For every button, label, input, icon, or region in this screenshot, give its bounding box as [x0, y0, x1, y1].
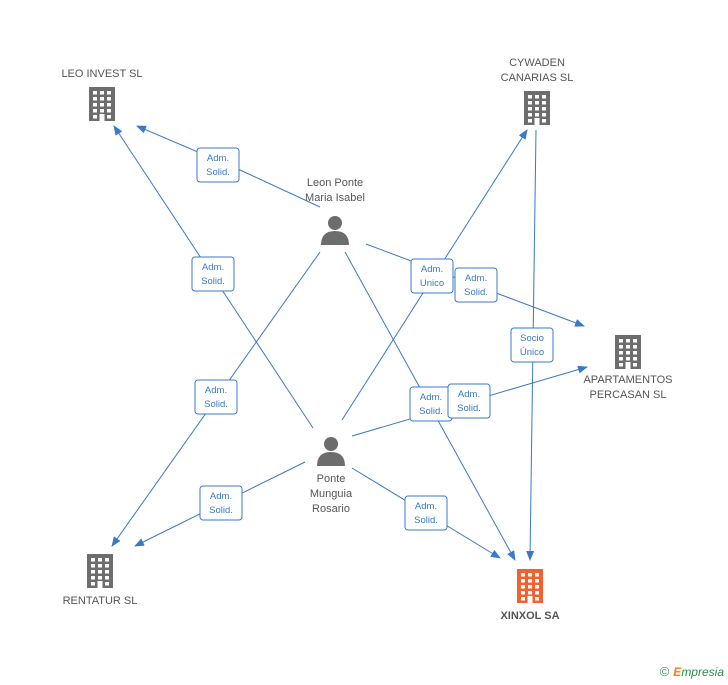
edge-label-ponte_munguia-to-xinxol: Adm. Solid. [404, 495, 448, 531]
edge-label-text: Adm. [420, 392, 442, 403]
edge-label-text: Socio [520, 333, 544, 344]
edge-label-text: Adm. [202, 262, 224, 273]
edge-label-ponte_munguia-to-apartamentos: Adm. Solid. [447, 383, 491, 419]
edge-label-text: Adm. [207, 153, 229, 164]
person-icon [317, 437, 345, 466]
brand-logo: Empresia [673, 665, 724, 679]
edge-label-ponte_munguia-to-leo_invest: Adm. Solid. [191, 256, 235, 292]
edge-label-text: Solid. [209, 505, 233, 516]
person-icon [321, 216, 349, 245]
node-label: RENTATUR SL [63, 595, 138, 607]
footer-brand: ©Empresia [660, 664, 724, 679]
edge-label-leon_ponte-to-leo_invest: Adm. Solid. [196, 147, 240, 183]
node-label: Ponte [317, 473, 346, 485]
edge-label-leon_ponte-to-rentatur: Adm. Solid. [194, 379, 238, 415]
edge-label-leon_ponte-to-apartamentos: Adm. Solid. [454, 267, 498, 303]
edge-label-text: Adm. [210, 491, 232, 502]
node-label: APARTAMENTOS [583, 374, 672, 386]
edge-label-text: Solid. [464, 287, 488, 298]
node-apartamentos[interactable]: APARTAMENTOS PERCASAN SL [583, 335, 673, 401]
edge-label-text: Adm. [415, 501, 437, 512]
edge-label-text: Unico [420, 278, 444, 289]
node-rentatur[interactable]: RENTATUR SL [63, 554, 138, 607]
node-xinxol[interactable]: XINXOL SA [500, 569, 560, 622]
building-icon [524, 91, 550, 125]
node-label: CYWADEN [509, 57, 565, 69]
edge-label-ponte_munguia-to-rentatur: Adm. Solid. [199, 485, 243, 521]
node-label: XINXOL SA [500, 610, 559, 622]
node-label: PERCASAN SL [589, 389, 666, 401]
building-icon [517, 569, 543, 603]
edge-label-text: Solid. [206, 167, 230, 178]
edge-label-text: Adm. [205, 385, 227, 396]
building-icon [87, 554, 113, 588]
building-icon [89, 87, 115, 121]
edge-label-ponte_munguia-to-cywaden: Adm. Unico [410, 258, 454, 294]
node-label: CANARIAS SL [501, 72, 574, 84]
node-label: Munguia [310, 488, 353, 500]
node-leo-invest[interactable]: LEO INVEST SL [61, 68, 143, 121]
edge-label-text: Adm. [421, 264, 443, 275]
node-label: Rosario [312, 503, 350, 515]
edge-label-text: Solid. [204, 399, 228, 410]
node-label: LEO INVEST SL [61, 68, 142, 80]
edge-label-text: Solid. [414, 515, 438, 526]
edge-leon_ponte-to-leo_invest [136, 125, 321, 208]
node-label: Maria Isabel [305, 192, 365, 204]
edge-label-text: Adm. [458, 389, 480, 400]
edge-label-text: Único [520, 347, 544, 358]
edge-label-text: Adm. [465, 273, 487, 284]
building-icon [615, 335, 641, 369]
node-label: Leon Ponte [307, 177, 363, 189]
edge-label-leon_ponte-to-xinxol: Adm. Solid. [409, 386, 453, 422]
node-cywaden[interactable]: CYWADEN CANARIAS SL [501, 57, 574, 125]
edge-label-text: Solid. [201, 276, 225, 287]
edge-label-text: Solid. [419, 406, 443, 417]
copyright-symbol: © [659, 664, 670, 679]
edge-label-text: Solid. [457, 403, 481, 414]
